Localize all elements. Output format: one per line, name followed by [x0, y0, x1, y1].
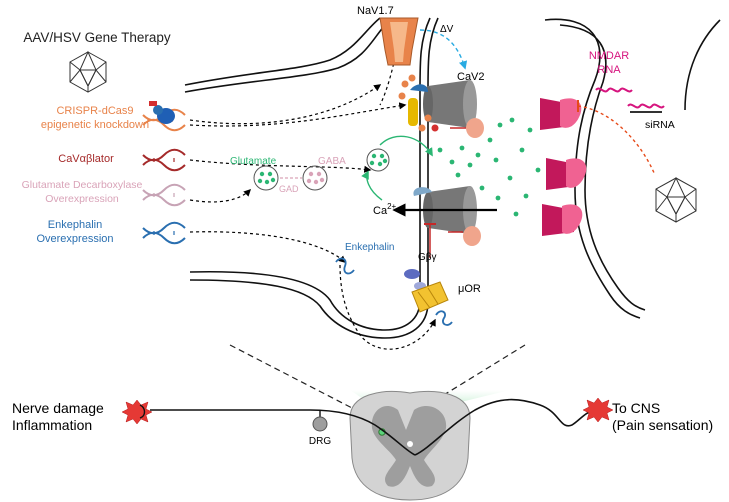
- nmdar-label-line2: RNA: [597, 64, 621, 76]
- nmdar-receptor-upper-icon: [540, 98, 582, 130]
- glutamate-vesicle-icon: [253, 165, 279, 191]
- gaba-vesicle-icon: [302, 165, 328, 191]
- gbg-label: Gβγ: [418, 252, 437, 263]
- drg-label: DRG: [309, 436, 331, 447]
- projection-fiber: [414, 398, 596, 456]
- strategy-gad-line1: Glutamate Decarboxylase: [22, 179, 143, 191]
- icosahedron-icon: [69, 50, 107, 93]
- delta-v-arrow: [419, 29, 468, 70]
- dcas9-protein-icon: [149, 101, 175, 124]
- nerve-damage-starburst-icon: [121, 399, 153, 425]
- enkephalin-bound-icon: [435, 310, 453, 326]
- title: AAV/HSV Gene Therapy: [23, 30, 171, 45]
- cav-beta-subunit-upper: [450, 118, 484, 138]
- cns-starburst-icon: [582, 397, 614, 423]
- nav17-channel-icon: [379, 17, 419, 66]
- nmdar-rna-icon: [595, 87, 633, 93]
- delta-v-label: ΔV: [440, 24, 454, 35]
- released-glutamate-dots: [437, 117, 541, 217]
- vesicle-release-arrow: [379, 135, 433, 157]
- nmdar-label-line1: NMDAR: [589, 50, 629, 62]
- icosahedron-sirna-icon: [655, 176, 697, 223]
- calcium-label: Ca2+: [373, 202, 397, 217]
- cav2-label: CaV2: [457, 71, 485, 83]
- gad-label: GAD: [279, 184, 299, 194]
- sensory-nerve-fiber: [150, 409, 416, 456]
- glutamate-label: Glutamate: [230, 156, 277, 167]
- gaba-label: GABA: [318, 156, 346, 167]
- sirna-icon: [627, 103, 665, 113]
- nmdar-receptor-middle-icon: [546, 158, 587, 190]
- dna-cav-icon: [142, 148, 186, 172]
- strategy-gad-line2: Overexpression: [45, 193, 119, 205]
- crispr-protein-on-channel: [398, 74, 439, 132]
- gbg-protein-icon: [404, 269, 426, 290]
- nerve-damage-line1: Nerve damage: [12, 400, 104, 416]
- sirna-inhibition-line: [577, 105, 656, 176]
- nav17-label: NaV1.7: [357, 5, 394, 17]
- synaptic-vesicle-icon: [366, 148, 390, 172]
- enkephalin-label: Enkephalin: [345, 242, 394, 253]
- nmdar-receptor-lower-icon: [542, 204, 583, 236]
- calcium-trigger-arrow: [361, 170, 383, 201]
- mor-label: μOR: [458, 283, 481, 295]
- spinal-cord-icon: [349, 390, 471, 501]
- presynaptic-terminal: [184, 17, 439, 339]
- sirna-label: siRNA: [645, 119, 675, 131]
- dna-enk-icon: [142, 221, 186, 245]
- strategy-enk-line2: Overexpression: [36, 233, 113, 245]
- strategy-enk-line1: Enkephalin: [48, 219, 102, 231]
- zoom-line-right: [394, 344, 526, 426]
- strategy-crispr-line2: epigenetic knockdown: [41, 119, 149, 131]
- cns-line2: (Pain sensation): [612, 417, 713, 433]
- strategy-cav-line1: CaVαβlator: [58, 153, 114, 165]
- cav2-channel-upper-icon: [423, 80, 477, 128]
- drg-ganglion-icon: [312, 416, 328, 432]
- nerve-damage-line2: Inflammation: [12, 417, 92, 433]
- dna-gad-icon: [142, 183, 186, 207]
- dashed-arrows: [189, 84, 436, 350]
- mu-opioid-receptor-icon: [411, 281, 449, 313]
- enkephalin-icon: [335, 257, 355, 275]
- cns-line1: To CNS: [612, 400, 660, 416]
- strategy-crispr-line1: CRISPR-dCas9: [56, 105, 133, 117]
- cav-beta-subunit-lower: [413, 187, 481, 246]
